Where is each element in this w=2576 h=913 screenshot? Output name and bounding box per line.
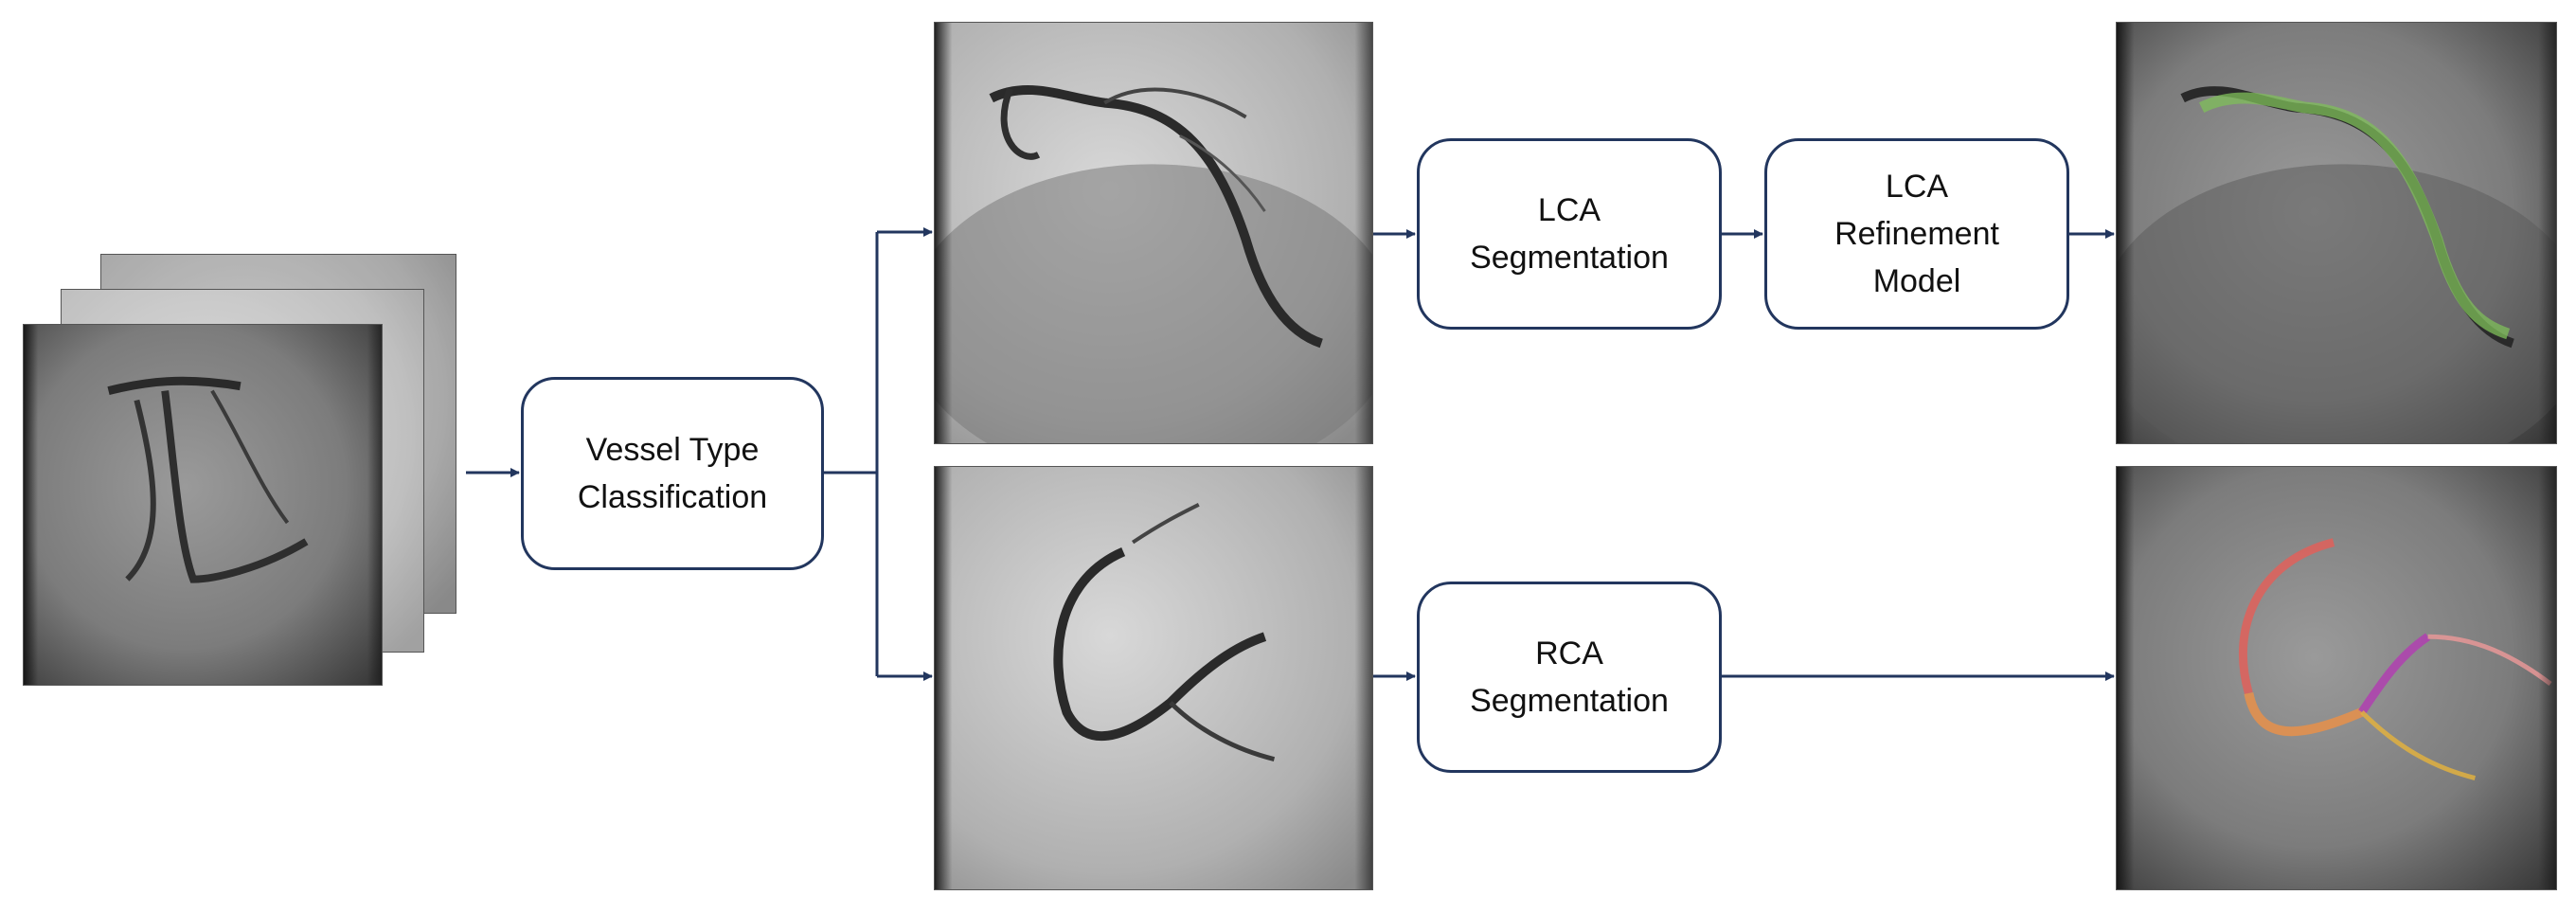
- vessel-type-classification-box: Vessel Type Classification: [521, 377, 824, 570]
- lca-segmentation-result: [2116, 22, 2557, 444]
- lca-angiogram: [934, 22, 1373, 444]
- rca-segmentation-box: RCA Segmentation: [1417, 582, 1722, 773]
- input-frame-front: [23, 324, 383, 686]
- lca-segmentation-box: LCA Segmentation: [1417, 138, 1722, 330]
- lca-refinement-model-box: LCA Refinement Model: [1764, 138, 2069, 330]
- rca-segmentation-result: [2116, 466, 2557, 890]
- rca-angiogram: [934, 466, 1373, 890]
